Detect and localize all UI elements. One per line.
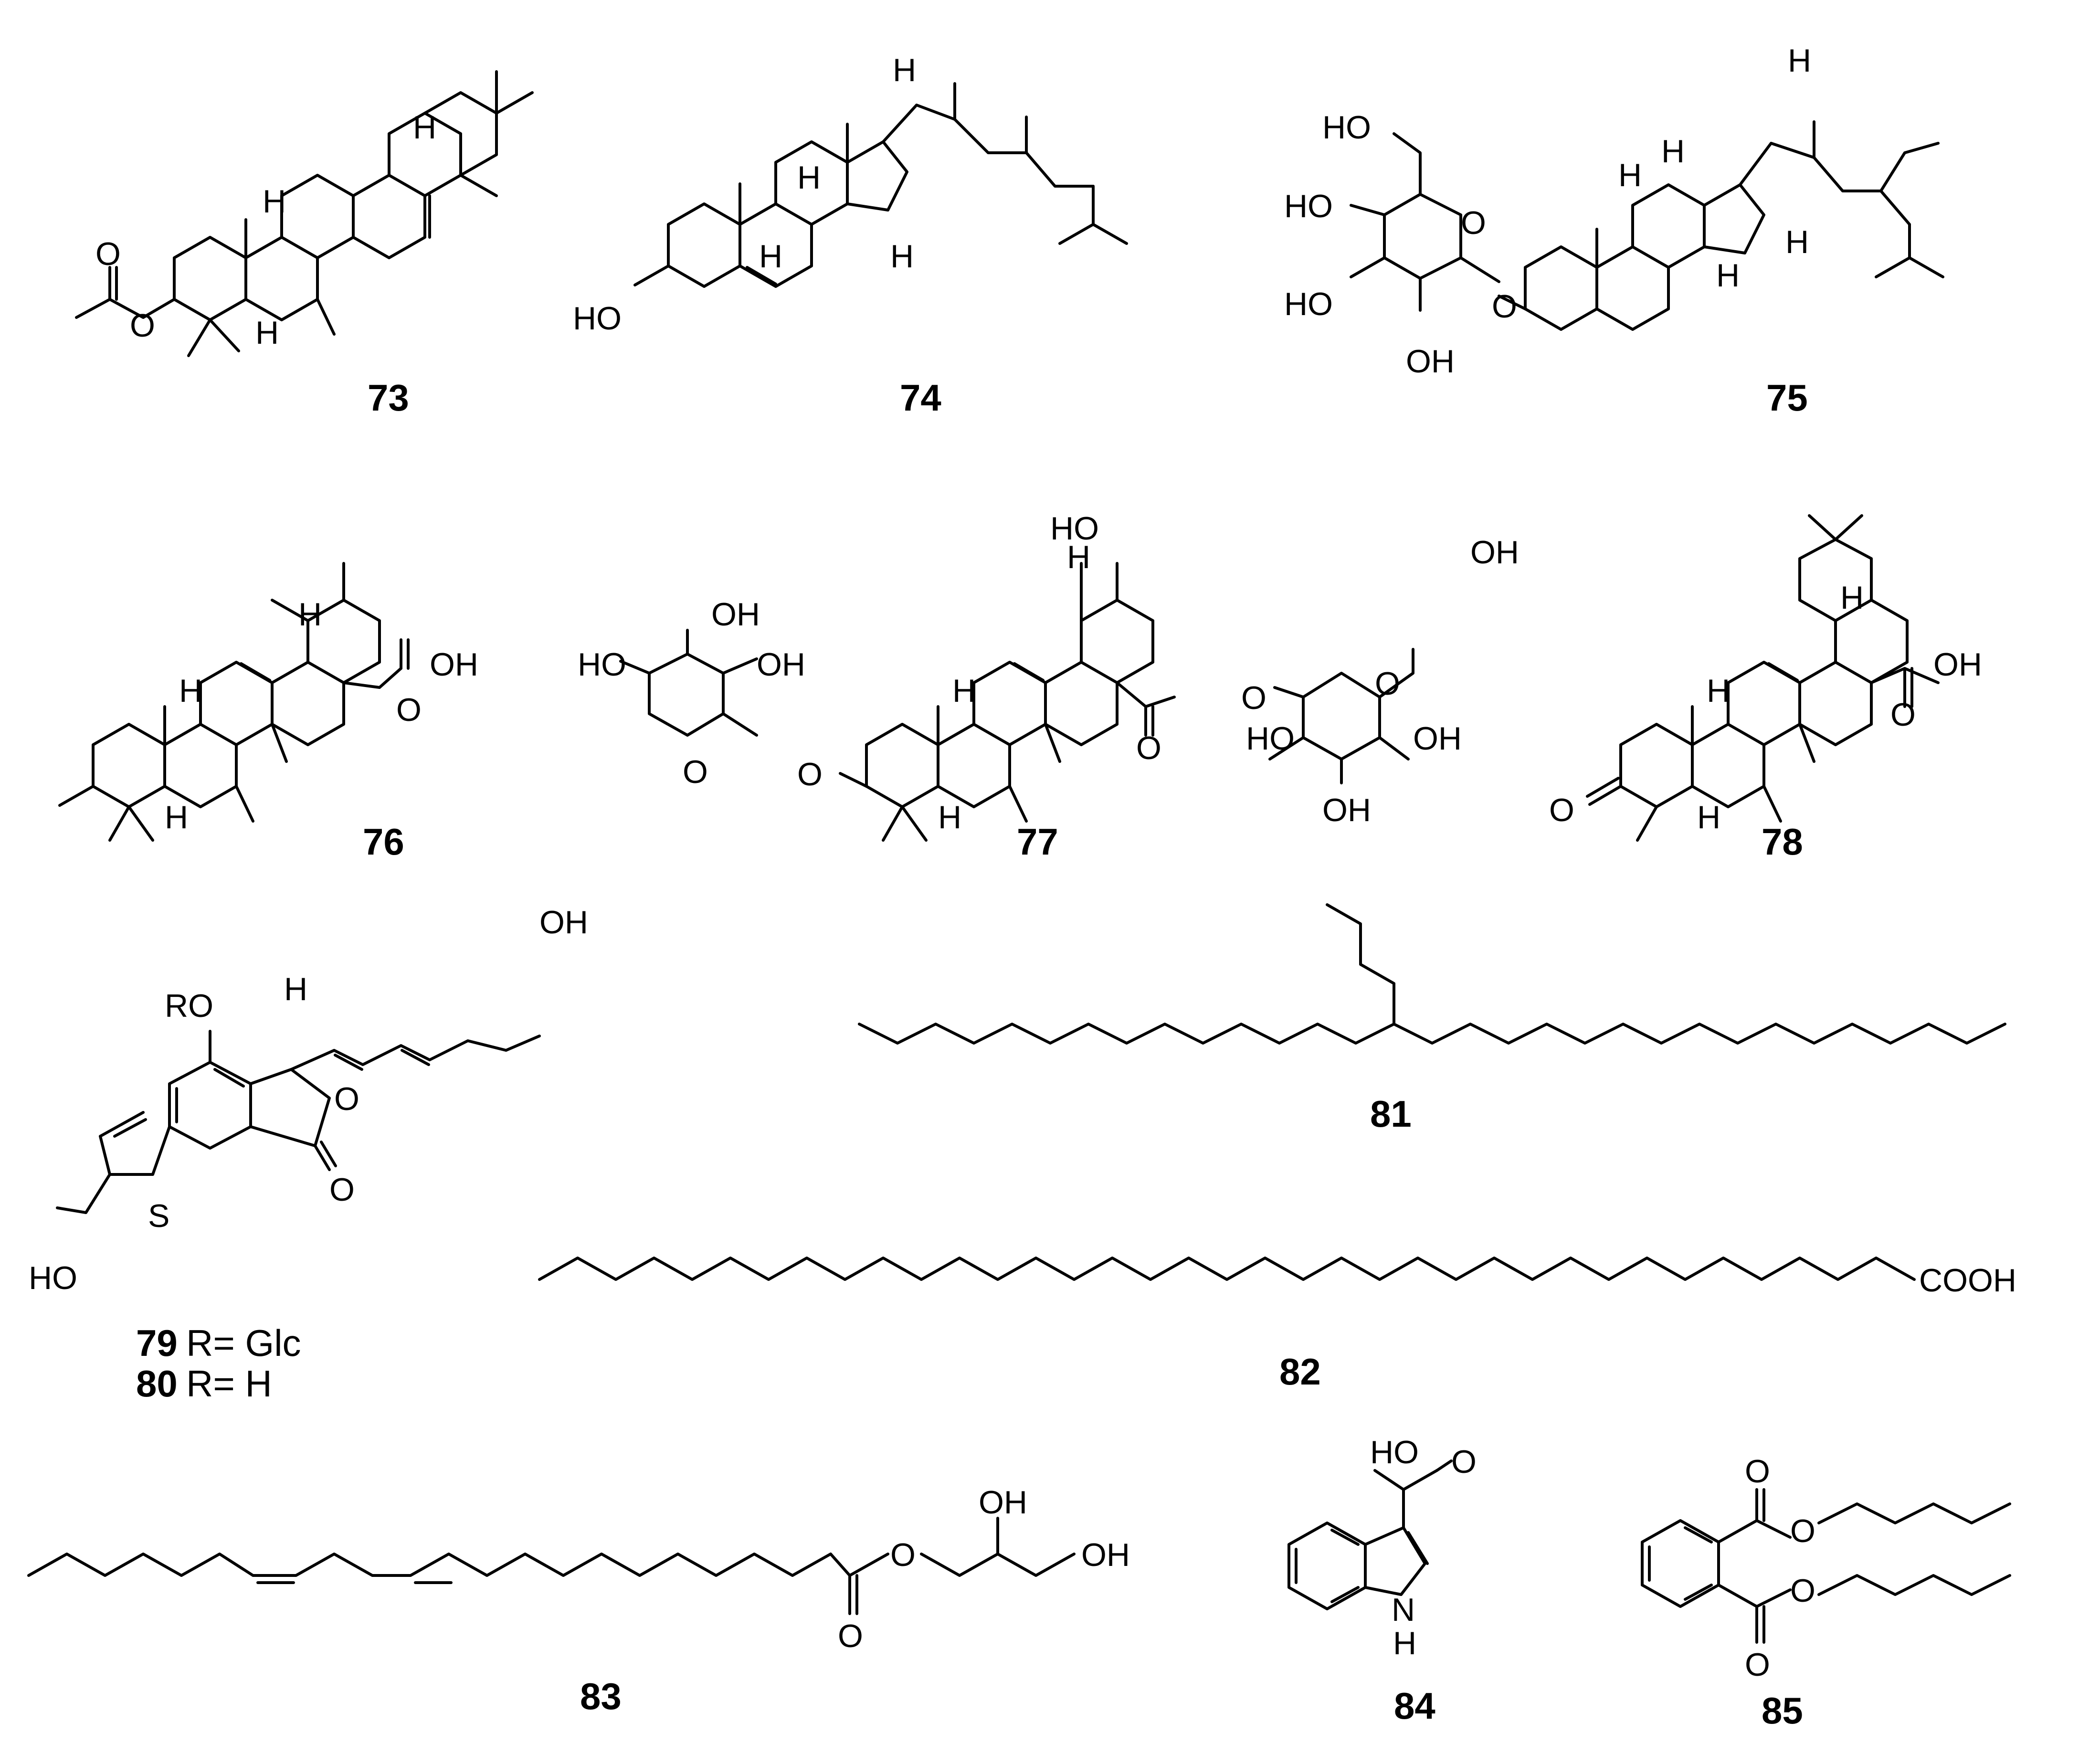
structure-76: [58, 562, 410, 842]
atom-label-H: H: [165, 799, 188, 835]
atom-label-H: H: [759, 238, 782, 275]
atom-label-H: H: [1707, 673, 1730, 709]
atom-label-O: O: [1375, 666, 1400, 702]
atom-label-H: H: [1067, 539, 1090, 575]
structure-78: [1586, 514, 1940, 842]
structure-84: [1287, 1459, 1453, 1610]
compound-number-83: 83: [580, 1675, 622, 1717]
structure-73: [75, 70, 534, 357]
structure-74: [633, 82, 1128, 288]
atom-label-HO: HO: [1284, 286, 1333, 322]
atom-label-H: H: [1618, 157, 1642, 193]
atom-label-H: H: [1697, 799, 1720, 835]
substituent-note-80: R= H: [186, 1363, 272, 1405]
atom-label-HO: HO: [1370, 1434, 1419, 1470]
atom-label-O: O: [1549, 792, 1574, 828]
atom-label-H: H: [1661, 133, 1685, 169]
structure-81: [858, 903, 2006, 1045]
atom-label-OH: OH: [1470, 534, 1519, 571]
atom-label-S: S: [148, 1198, 169, 1234]
atom-label-H: H: [179, 673, 202, 709]
atom-label-HO: HO: [1050, 510, 1099, 547]
compound-number-77: 77: [1017, 821, 1058, 863]
atom-label-H: H: [797, 159, 821, 196]
atom-label-H: H: [413, 109, 436, 146]
atom-label-H: H: [1716, 257, 1740, 294]
atom-label-H: H: [1788, 42, 1811, 79]
atom-label-O: O: [1890, 697, 1916, 733]
structure-75: [1350, 120, 1944, 331]
atom-label-O: O: [130, 307, 155, 344]
atom-label-H: H: [255, 315, 279, 351]
atom-label-OH: OH: [1406, 343, 1455, 380]
atom-label-HO: HO: [29, 1260, 77, 1296]
atom-label-O: O: [396, 692, 422, 728]
atom-label-O: O: [683, 754, 708, 790]
atom-label-OH: OH: [539, 904, 588, 941]
atom-label-H: H: [1840, 580, 1864, 616]
atom-label-HO: HO: [578, 646, 626, 683]
atom-label-H: H: [1785, 224, 1809, 260]
atom-label-COOH: COOH: [1919, 1262, 2016, 1299]
atom-label-O: O: [797, 756, 823, 793]
atom-label-OH: OH: [430, 646, 478, 683]
compound-number-75: 75: [1766, 377, 1808, 419]
atom-label-O: O: [890, 1537, 916, 1573]
atom-label-O: O: [1745, 1453, 1770, 1490]
atom-label-O: O: [838, 1618, 863, 1654]
atom-label-O: O: [1790, 1513, 1815, 1549]
atom-label-O: O: [1241, 680, 1266, 716]
atom-label-OH: OH: [1081, 1537, 1130, 1573]
atom-label-H: H: [893, 52, 916, 88]
atom-label-HO: HO: [573, 300, 622, 337]
structure-83: [27, 1517, 1076, 1615]
atom-label-H: H: [938, 799, 961, 835]
atom-label-H: H: [1393, 1625, 1416, 1661]
atom-label-O: O: [95, 236, 121, 272]
compound-number-85: 85: [1762, 1690, 1803, 1732]
atom-label-O: O: [1451, 1444, 1477, 1480]
atom-label-HO: HO: [1284, 188, 1333, 224]
compound-number-84: 84: [1394, 1685, 1435, 1727]
atom-label-H: H: [284, 971, 307, 1007]
atom-label-O: O: [1745, 1647, 1770, 1683]
atom-label-OH: OH: [1933, 646, 1982, 683]
atom-label-O: O: [1461, 205, 1486, 241]
atom-label-OH: OH: [711, 596, 760, 633]
atom-label-OH: OH: [1413, 720, 1462, 757]
atom-label-HO: HO: [1246, 720, 1295, 757]
atom-label-O: O: [1492, 288, 1517, 325]
atom-label-O: O: [1790, 1573, 1815, 1609]
atom-label-H: H: [298, 596, 322, 633]
compound-number-80: 80: [136, 1363, 178, 1405]
structure-77: [619, 562, 1414, 842]
atom-label-OH: OH: [979, 1484, 1027, 1521]
compound-number-79: 79: [136, 1322, 178, 1364]
atom-label-O: O: [1136, 730, 1161, 766]
atom-label-N: N: [1392, 1592, 1415, 1628]
substituent-note-79: R= Glc: [186, 1322, 301, 1364]
atom-label-RO: RO: [165, 988, 213, 1024]
atom-label-H: H: [952, 673, 976, 709]
atom-label-O: O: [334, 1081, 359, 1117]
structure-85: [1641, 1488, 2011, 1644]
structure-79-80: [56, 1030, 541, 1214]
atom-label-H: H: [890, 238, 914, 275]
atom-label-OH: OH: [1322, 792, 1371, 828]
atom-label-HO: HO: [1322, 109, 1371, 146]
compound-number-81: 81: [1370, 1093, 1412, 1135]
compound-number-74: 74: [900, 377, 941, 419]
atom-label-OH: OH: [757, 646, 805, 683]
compound-number-76: 76: [363, 821, 404, 863]
atom-label-O: O: [329, 1172, 355, 1208]
compound-number-73: 73: [368, 377, 409, 419]
structure-82: [538, 1257, 1916, 1281]
compound-number-78: 78: [1762, 821, 1803, 863]
compound-number-82: 82: [1279, 1351, 1321, 1393]
atom-label-H: H: [263, 183, 286, 220]
